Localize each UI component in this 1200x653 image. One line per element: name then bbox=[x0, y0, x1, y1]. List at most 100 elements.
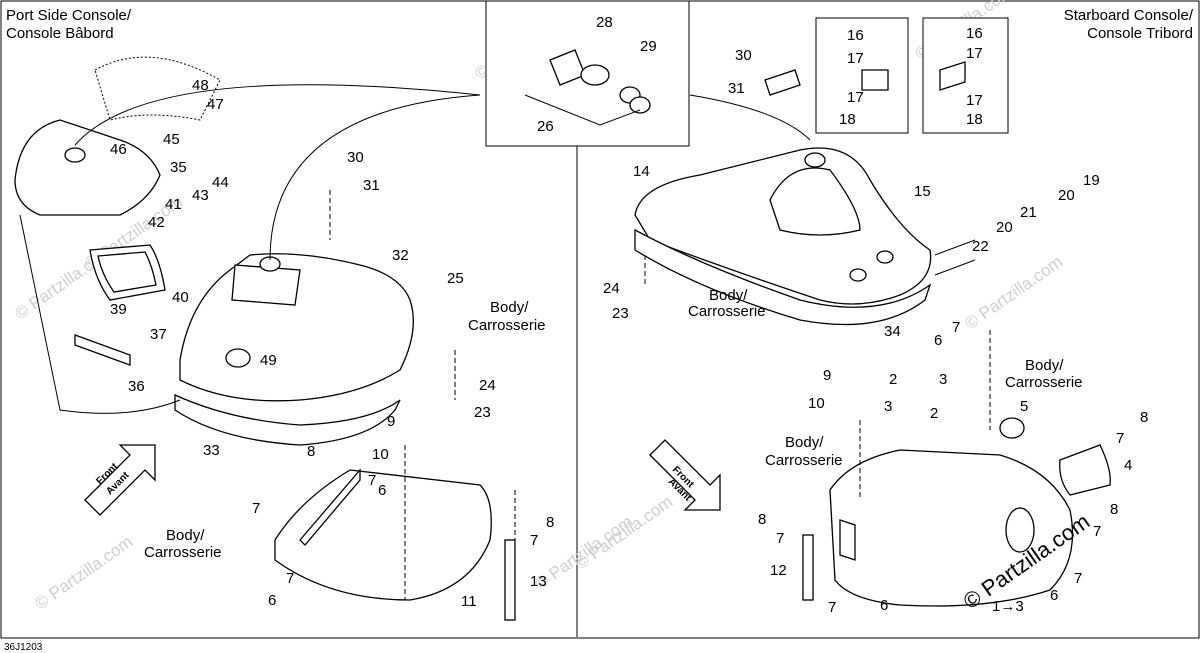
watermark-text: © Partzilla.com bbox=[571, 492, 676, 573]
inset-box-left: 28 29 26 bbox=[485, 0, 690, 147]
callout-16: 16 bbox=[966, 25, 983, 42]
callout-7: 7 bbox=[776, 530, 784, 547]
callout-20: 20 bbox=[996, 219, 1013, 236]
callout-30: 30 bbox=[735, 47, 752, 64]
body-label-right-middle-2: Carrosserie bbox=[1005, 374, 1083, 391]
callout-31: 31 bbox=[728, 80, 745, 97]
callout-21: 21 bbox=[1020, 204, 1037, 221]
drain-49 bbox=[225, 348, 251, 368]
callout-2: 2 bbox=[930, 405, 938, 422]
strip-13 bbox=[504, 539, 516, 621]
gasket-4 bbox=[1059, 444, 1111, 496]
callout-10: 10 bbox=[808, 395, 825, 412]
callout-23: 23 bbox=[612, 305, 629, 322]
callout-32: 32 bbox=[392, 247, 409, 264]
panel-11 bbox=[274, 469, 492, 601]
front-arrow-left: Front Avant bbox=[84, 444, 156, 516]
callout-6: 6 bbox=[378, 482, 386, 499]
callout-40: 40 bbox=[172, 289, 189, 306]
watermark-text: © Partzilla.com bbox=[961, 252, 1066, 333]
port-console-assembly bbox=[14, 56, 516, 621]
callout-7: 7 bbox=[828, 599, 836, 616]
callout-6: 6 bbox=[268, 592, 276, 609]
inset-box-right-b: 16 17 17 18 bbox=[922, 17, 1009, 134]
callout-16: 16 bbox=[847, 27, 864, 44]
callout-18: 18 bbox=[839, 111, 856, 128]
callout-18: 18 bbox=[966, 111, 983, 128]
callout-13: 13 bbox=[530, 573, 547, 590]
callout-35: 35 bbox=[170, 159, 187, 176]
strip-12 bbox=[802, 534, 814, 601]
callout-49: 49 bbox=[260, 352, 277, 369]
body-label-right-upper-1: Body/ bbox=[709, 287, 748, 304]
callout-11: 11 bbox=[461, 593, 477, 610]
front-arrow-right: Front Avant bbox=[649, 439, 721, 511]
callout-14: 14 bbox=[633, 163, 650, 180]
callout-44: 44 bbox=[212, 174, 229, 191]
callout-19: 19 bbox=[1083, 172, 1100, 189]
callout-6: 6 bbox=[934, 332, 942, 349]
callout-33: 33 bbox=[203, 442, 220, 459]
callout-26: 26 bbox=[537, 118, 554, 135]
port-console-title-line1: Port Side Console/ bbox=[6, 7, 132, 24]
body-label-right-upper-2: Carrosserie bbox=[688, 303, 766, 320]
inset-box-right-a: 16 17 17 18 bbox=[815, 17, 909, 134]
callout-9: 9 bbox=[823, 367, 831, 384]
callout-3: 3 bbox=[939, 371, 947, 388]
body-panel bbox=[829, 449, 1074, 607]
port-console-title-line2: Console Bâbord bbox=[6, 25, 114, 42]
base-34 bbox=[634, 228, 932, 326]
callout-10: 10 bbox=[372, 446, 389, 463]
callout-48: 48 bbox=[192, 77, 209, 94]
callout-31: 31 bbox=[363, 177, 380, 194]
callout-24: 24 bbox=[603, 280, 620, 297]
corner-reference-code: 36J1203 bbox=[4, 642, 43, 653]
callout-6: 6 bbox=[1050, 587, 1058, 604]
body-label-right-middle-1: Body/ bbox=[1025, 357, 1064, 374]
callout-17: 17 bbox=[847, 50, 864, 67]
callout-12: 12 bbox=[770, 562, 787, 579]
body-label-left-lower-1: Body/ bbox=[166, 527, 205, 544]
callout-8: 8 bbox=[758, 511, 766, 528]
callout-8: 8 bbox=[546, 514, 554, 531]
ref-arrow-label: 1→3 bbox=[992, 598, 1024, 615]
watermark-text: © Partzilla.com bbox=[31, 532, 136, 613]
body-label-left-upper-2: Carrosserie bbox=[468, 317, 546, 334]
ring-5 bbox=[999, 417, 1025, 439]
callout-17: 17 bbox=[847, 89, 864, 106]
callout-23: 23 bbox=[474, 404, 491, 421]
callout-3: 3 bbox=[884, 398, 892, 415]
callout-7: 7 bbox=[1093, 523, 1101, 540]
callout-5: 5 bbox=[1020, 398, 1028, 415]
callout-17: 17 bbox=[966, 45, 983, 62]
callout-7: 7 bbox=[368, 472, 376, 489]
callout-4: 4 bbox=[1124, 457, 1132, 474]
callout-30: 30 bbox=[347, 149, 364, 166]
cover-35 bbox=[14, 119, 161, 216]
callout-42: 42 bbox=[148, 214, 165, 231]
starboard-console-title-line1: Starboard Console/ bbox=[1064, 7, 1194, 24]
callout-7: 7 bbox=[1074, 570, 1082, 587]
callout-17: 17 bbox=[966, 92, 983, 109]
callout-45: 45 bbox=[163, 131, 180, 148]
body-label-left-lower-2: Carrosserie bbox=[144, 544, 222, 561]
callout-8: 8 bbox=[1110, 501, 1118, 518]
callout-28: 28 bbox=[596, 14, 613, 31]
callout-37: 37 bbox=[150, 326, 167, 343]
right-callouts: 30 31 14 15 19 20 20 21 22 24 23 34 7 6 … bbox=[603, 47, 1148, 616]
callout-8: 8 bbox=[307, 443, 315, 460]
left-callouts: 48 47 46 45 35 30 31 44 43 41 42 32 25 4… bbox=[110, 77, 554, 610]
callout-7: 7 bbox=[530, 532, 538, 549]
callout-7: 7 bbox=[286, 570, 294, 587]
callout-2: 2 bbox=[889, 371, 897, 388]
callout-9: 9 bbox=[387, 413, 395, 430]
callout-7: 7 bbox=[1116, 430, 1124, 447]
body-label-left-upper-1: Body/ bbox=[490, 299, 529, 316]
callout-15: 15 bbox=[914, 183, 931, 200]
callout-8: 8 bbox=[1140, 409, 1148, 426]
callout-46: 46 bbox=[110, 141, 127, 158]
callout-22: 22 bbox=[972, 238, 989, 255]
starboard-console-assembly bbox=[634, 69, 1111, 607]
callout-7: 7 bbox=[252, 500, 260, 517]
